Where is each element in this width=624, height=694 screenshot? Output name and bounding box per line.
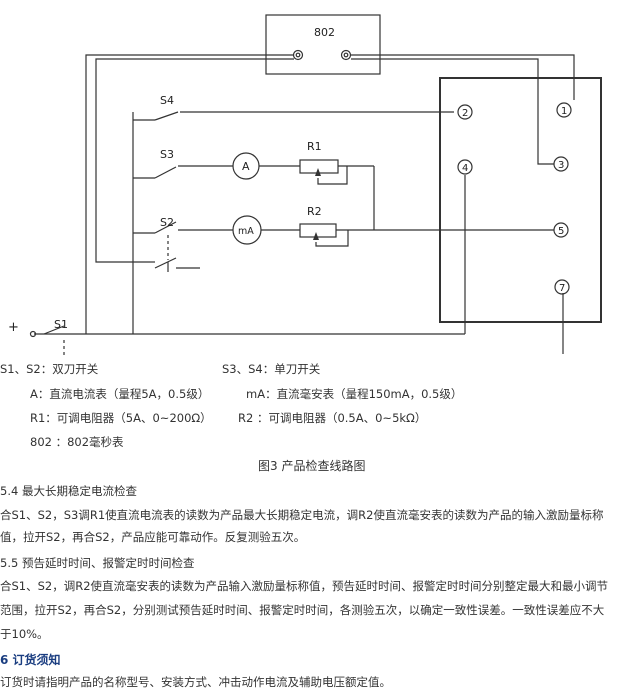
wire-802-right-inner — [351, 58, 554, 165]
terminal-4-label: 4 — [462, 163, 468, 174]
section-5-5-line3: 于10%。 — [0, 627, 49, 641]
terminal-4 — [457, 159, 473, 175]
label-s1: S1 — [54, 318, 68, 331]
terminal-5 — [553, 222, 569, 238]
terminal-2-label: 2 — [462, 108, 468, 119]
terminal-1 — [556, 102, 572, 118]
resistor-r2 — [299, 223, 337, 238]
circuit-diagram: 802 S4 S3 S2 S1 R1 R2 + A mA 1 2 3 4 5 7 — [8, 14, 602, 356]
figure-caption: 图3 产品检查线路图 — [258, 459, 366, 473]
s3-blade — [154, 166, 177, 179]
section-5-5-line1: 合S1、S2，调R2使直流毫安表的读数为产品输入激励量标称值，预告延时时间、报警… — [0, 579, 609, 593]
section-5-5-line2: 范围，拉开S2，再合S2，分别测试预告延时时间、报警定时时间，各测验五次，以确定… — [0, 603, 605, 617]
plus-sign: + — [8, 320, 19, 335]
label-r1: R1 — [307, 140, 322, 153]
legend-ammeter: A：直流电流表（量程5A，0.5级） — [30, 387, 210, 401]
label-s4: S4 — [160, 94, 174, 107]
legend-r1: R1：可调电阻器（5A、0~200Ω） — [30, 411, 212, 425]
s1-blade — [43, 325, 65, 335]
wire-802-left-outer — [85, 54, 294, 334]
wire-802-right-top — [351, 54, 575, 100]
legend-802: 802 ：802毫秒表 — [30, 435, 124, 449]
section-5-5-title: 5.5 预告延时时间、报警定时时间检查 — [0, 556, 195, 570]
terminal-plus — [29, 330, 37, 338]
meter-terminal-right — [340, 49, 352, 61]
device-box — [439, 77, 602, 323]
legend-milliammeter: mA：直流毫安表（量程150mA，0.5级） — [246, 387, 463, 401]
s4-blade — [154, 111, 179, 121]
section-6-line1: 订货时请指明产品的名称型号、安装方式、冲击动作电流及辅助电压额定值。 — [0, 675, 391, 689]
terminal-7 — [554, 279, 570, 295]
terminal-5-label: 5 — [558, 226, 564, 237]
terminal-3 — [553, 156, 569, 172]
ammeter-label: A — [242, 160, 250, 173]
section-6-title: 6 订货须知 — [0, 653, 61, 667]
section-5-4-title: 5.4 最大长期稳定电流检查 — [0, 484, 137, 498]
terminal-2 — [457, 104, 473, 120]
legend-switch-double: S1、S2：双刀开关 — [0, 362, 99, 376]
wire-802-left-inner — [95, 58, 294, 263]
meter-terminal-left — [292, 49, 304, 61]
label-s3: S3 — [160, 148, 174, 161]
s2-blade-top — [154, 221, 177, 234]
meter-box-802 — [265, 14, 381, 75]
terminal-7-label: 7 — [559, 283, 565, 294]
section-5-4-line2: 值，拉开S2，再合S2，产品应能可靠动作。反复测验五次。 — [0, 530, 306, 544]
label-r2: R2 — [307, 205, 322, 218]
s2-blade-bottom — [154, 257, 177, 269]
legend-r2: R2 ：可调电阻器（0.5A、0~5kΩ） — [238, 411, 427, 425]
terminal-3-label: 3 — [558, 160, 564, 171]
meter-box-label: 802 — [314, 26, 335, 39]
milliammeter-label: mA — [238, 226, 254, 237]
terminal-1-label: 1 — [561, 106, 567, 117]
section-5-4-line1: 合S1、S2，S3调R1使直流电流表的读数为产品最大长期稳定电流，调R2使直流毫… — [0, 508, 604, 522]
label-s2: S2 — [160, 216, 174, 229]
legend-switch-single: S3、S4：单刀开关 — [222, 362, 321, 376]
